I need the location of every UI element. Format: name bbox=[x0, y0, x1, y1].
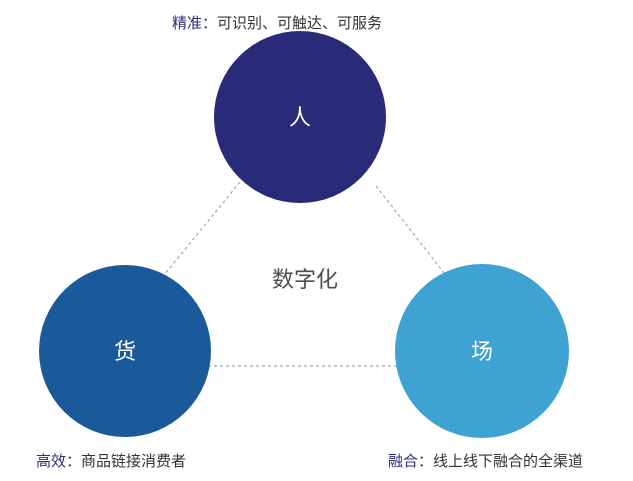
caption-goods-text: 商品链接消费者 bbox=[81, 452, 187, 470]
center-label: 数字化 bbox=[272, 268, 338, 293]
caption-people-text: 可识别、可触达、可服务 bbox=[217, 14, 383, 32]
node-people-circle bbox=[214, 31, 386, 203]
node-place-label: 场 bbox=[471, 340, 493, 365]
caption-place-text: 线上线下融合的全渠道 bbox=[433, 452, 584, 470]
node-place-circle bbox=[395, 264, 569, 438]
node-goods-circle bbox=[39, 265, 211, 437]
node-goods: 货 bbox=[39, 265, 211, 437]
caption-people-separator: ： bbox=[202, 14, 218, 32]
node-people-label: 人 bbox=[289, 106, 311, 131]
caption-place-key: 融合 bbox=[388, 452, 419, 470]
connector-people-goods bbox=[159, 181, 241, 281]
connector-people-place bbox=[375, 185, 449, 279]
caption-people: 精准：可识别、可触达、可服务 bbox=[172, 16, 382, 31]
node-place: 场 bbox=[395, 264, 569, 438]
node-people: 人 bbox=[214, 31, 386, 203]
caption-goods-key: 高效 bbox=[36, 452, 67, 470]
caption-place-separator: ： bbox=[418, 452, 434, 470]
caption-people-key: 精准 bbox=[172, 14, 203, 32]
caption-place: 融合：线上线下融合的全渠道 bbox=[388, 454, 583, 469]
caption-goods: 高效：商品链接消费者 bbox=[36, 454, 186, 469]
caption-goods-separator: ： bbox=[66, 452, 82, 470]
node-goods-label: 货 bbox=[114, 340, 136, 365]
